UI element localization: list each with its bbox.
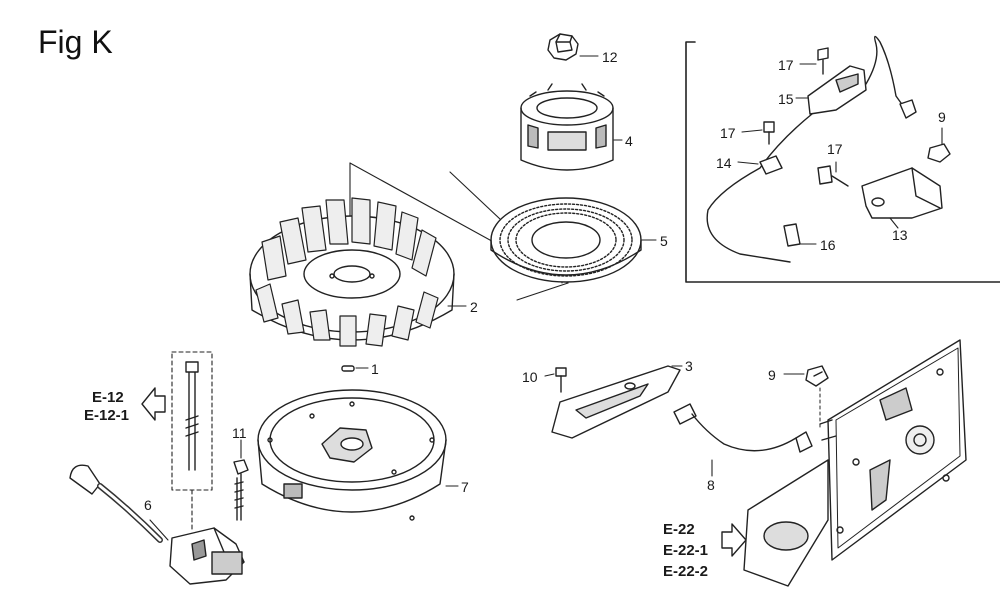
callout-2: 2 [470, 299, 478, 315]
callout-9-lower: 9 [768, 367, 776, 383]
governor-plate [743, 339, 967, 587]
callout-14: 14 [716, 155, 732, 171]
callout-4: 4 [625, 133, 633, 149]
clip-9-inset [927, 143, 951, 163]
reference-e-12-1: E-12-1 [84, 407, 130, 424]
callout-12: 12 [602, 49, 618, 65]
ignition-coil [69, 464, 245, 585]
screw-17-mid [763, 121, 775, 145]
starter-cup [520, 83, 614, 171]
stop-switch-bracket-15 [807, 65, 867, 115]
bracket-13 [861, 167, 943, 219]
coil-cover [551, 365, 681, 439]
callout-5: 5 [660, 233, 668, 249]
screw-17-right [817, 165, 849, 187]
reference-e-12: E-12 [92, 389, 124, 406]
screw-10 [555, 367, 567, 393]
callout-1: 1 [371, 361, 379, 377]
inset-frame [685, 41, 1000, 283]
callout-10: 10 [522, 369, 538, 385]
flywheel [249, 197, 455, 347]
callout-6: 6 [144, 497, 152, 513]
callout-13: 13 [892, 227, 908, 243]
callout-17-top: 17 [778, 57, 794, 73]
flywheel-nut [547, 33, 579, 61]
flywheel-key [341, 365, 355, 372]
reference-e-22-2: E-22-2 [663, 563, 709, 580]
callout-9-inset: 9 [938, 109, 946, 125]
callout-15: 15 [778, 91, 794, 107]
ref-arrow-left [141, 387, 166, 421]
callout-8: 8 [707, 477, 715, 493]
reference-e-22-1: E-22-1 [663, 542, 709, 559]
callout-17-mid: 17 [720, 125, 736, 141]
ignition-coil-bolt [233, 459, 249, 521]
terminal-16 [783, 223, 801, 247]
clip-9-lower [805, 365, 829, 387]
stop-wire-inset [706, 35, 917, 263]
long-bolt [185, 361, 199, 471]
callout-17-right: 17 [827, 141, 843, 157]
figure-title: Fig K [38, 24, 113, 60]
ref-arrow-right [721, 523, 747, 557]
starter-pulley-plate [490, 197, 642, 283]
reference-e-22: E-22 [663, 521, 695, 538]
callout-leaders [149, 55, 943, 541]
fan-housing [257, 389, 447, 521]
clamp-14 [759, 155, 783, 175]
callout-3: 3 [685, 358, 693, 374]
ground-wire [673, 403, 813, 453]
bolt-detail-frame [171, 351, 213, 491]
callout-11: 11 [232, 425, 247, 441]
callout-16: 16 [820, 237, 836, 253]
callout-7: 7 [461, 479, 469, 495]
screw-17-top [817, 47, 829, 75]
